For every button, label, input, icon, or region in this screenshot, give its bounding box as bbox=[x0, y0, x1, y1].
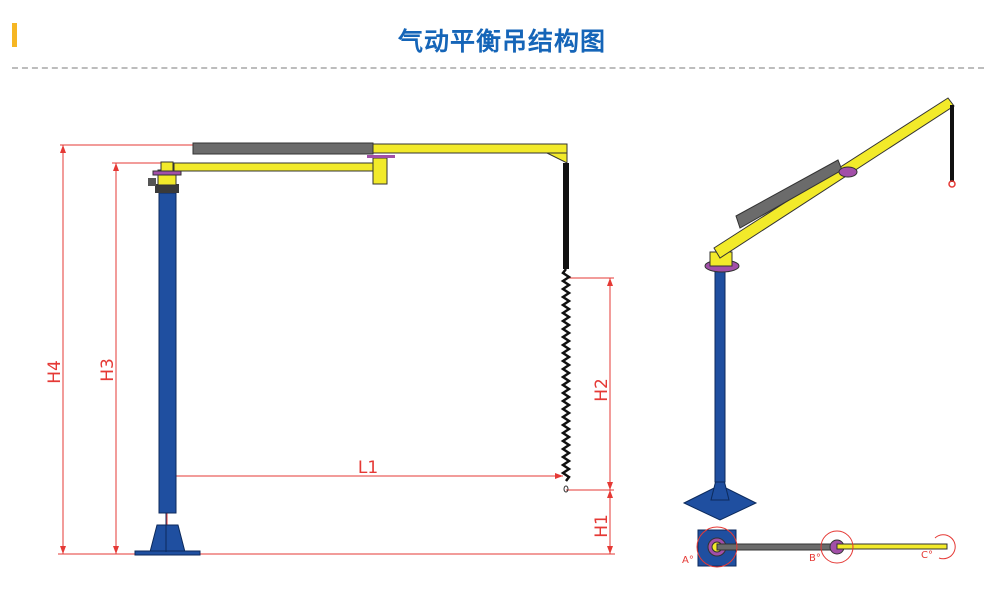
hook bbox=[563, 485, 569, 493]
top-inner-arm bbox=[716, 543, 835, 551]
joint-bearing bbox=[367, 155, 395, 158]
iso-cylinder bbox=[735, 159, 843, 229]
column bbox=[134, 192, 201, 556]
pivot-label-b: B° bbox=[809, 553, 821, 564]
arm-bracket bbox=[546, 152, 568, 164]
dimension-arrows bbox=[60, 145, 613, 554]
top-view: A° B° C° bbox=[682, 526, 956, 568]
title-accent-bar bbox=[12, 23, 17, 47]
dimension-lines bbox=[58, 144, 615, 555]
spring-coil bbox=[560, 268, 572, 482]
iso-hook bbox=[948, 180, 956, 188]
air-cylinder bbox=[192, 142, 374, 155]
lower-arm bbox=[173, 162, 387, 172]
title-divider bbox=[12, 67, 984, 69]
dim-label-l1: L1 bbox=[358, 458, 378, 478]
dim-label-h2: H2 bbox=[592, 378, 612, 402]
iso-hose bbox=[950, 105, 954, 182]
dim-label-h1: H1 bbox=[592, 514, 612, 538]
dim-label-h4: H4 bbox=[45, 360, 65, 384]
pivot-label-a: A° bbox=[682, 555, 694, 566]
side-view: H4 H3 H2 H1 L1 bbox=[45, 142, 615, 556]
rotation-arcs bbox=[696, 526, 956, 568]
top-outer-arm bbox=[836, 543, 948, 550]
iso-base-plate bbox=[682, 484, 758, 521]
dim-label-h3: H3 bbox=[98, 358, 118, 382]
page-title: 气动平衡吊结构图 bbox=[397, 27, 606, 56]
arm-joint bbox=[372, 157, 388, 185]
air-hose bbox=[563, 163, 569, 269]
column-head bbox=[148, 161, 182, 193]
iso-arm bbox=[713, 97, 955, 259]
upper-arm bbox=[372, 143, 568, 154]
pivot-label-c: C° bbox=[921, 550, 933, 561]
isometric-view bbox=[682, 97, 956, 521]
iso-column bbox=[714, 269, 726, 483]
